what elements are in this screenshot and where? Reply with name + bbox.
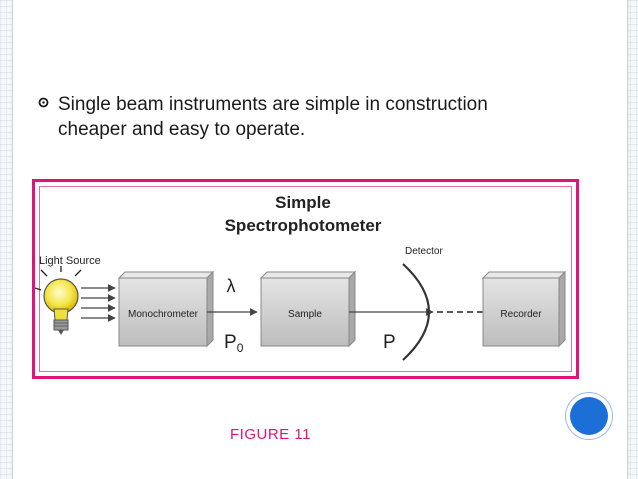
diagram-title-line2: Spectrophotometer [225, 216, 382, 235]
recorder-label: Recorder [500, 309, 542, 320]
light-source-label: Light Source [39, 255, 101, 267]
p-symbol: P [383, 332, 396, 353]
monochromator-label: Monochrometer [128, 309, 199, 320]
p0-symbol: P0 [224, 332, 244, 355]
lambda-symbol: λ [227, 276, 236, 296]
spectrophotometer-diagram: Simple Spectrophotometer Light Source [35, 193, 567, 361]
monochromator-box [117, 270, 215, 348]
sample-label: Sample [288, 309, 322, 320]
detector-label: Detector [405, 246, 443, 257]
figure-caption: FIGURE 11 [230, 426, 311, 443]
decorative-circle [570, 397, 608, 435]
recorder-box [481, 270, 567, 348]
bullet-text: Single beam instruments are simple in co… [58, 94, 488, 140]
light-bulb-icon [35, 266, 82, 335]
detector-icon [402, 263, 431, 361]
figure-inner-border [39, 186, 572, 372]
bullet-icon [38, 97, 49, 108]
diagram-title-line1: Simple [275, 193, 331, 212]
light-rays [81, 284, 116, 322]
figure-frame: Simple Spectrophotometer Light Source [32, 179, 579, 379]
